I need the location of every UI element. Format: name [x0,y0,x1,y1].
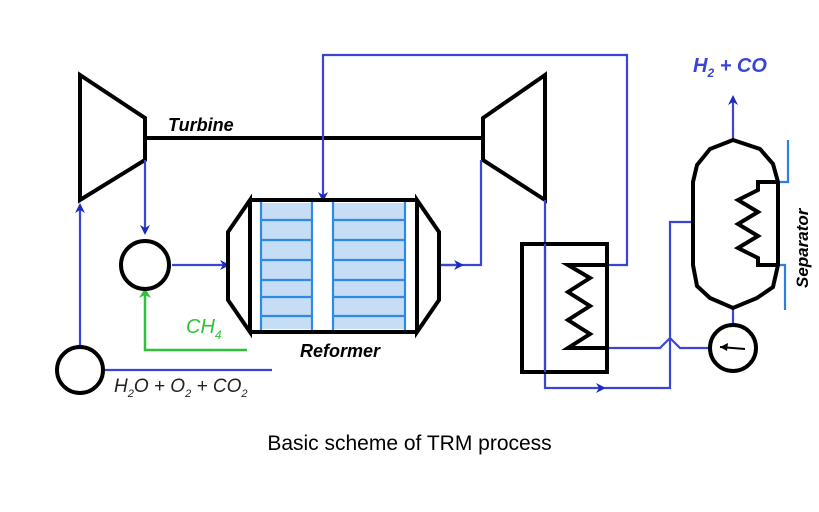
exhaust-return-line [604,335,672,390]
feed-pump [55,345,105,395]
left-turbine [78,71,147,204]
recirculation-pump [708,323,758,373]
reformer-to-turbine-line [435,160,483,267]
coolant-out-line [778,140,790,184]
coil-to-pump-line [603,336,712,350]
reformer-label: Reformer [300,341,381,361]
turbine-label: Turbine [168,115,234,135]
reformer [226,193,441,339]
mixer [119,239,171,291]
separator-label: Separator [793,207,812,288]
separator-feed-line [668,220,693,335]
coolant-in-line [778,263,787,310]
methane-line [139,288,247,352]
separator [691,137,780,311]
recycle-line [318,53,629,267]
diagram-caption: Basic scheme of TRM process [267,432,552,455]
methane-label: CH4 [186,316,222,342]
heat-exchanger [520,242,609,374]
product-label: H2 + CO [693,55,767,80]
feed-label: H2O + O2 + CO2 [114,376,247,400]
right-turbine [481,71,547,204]
